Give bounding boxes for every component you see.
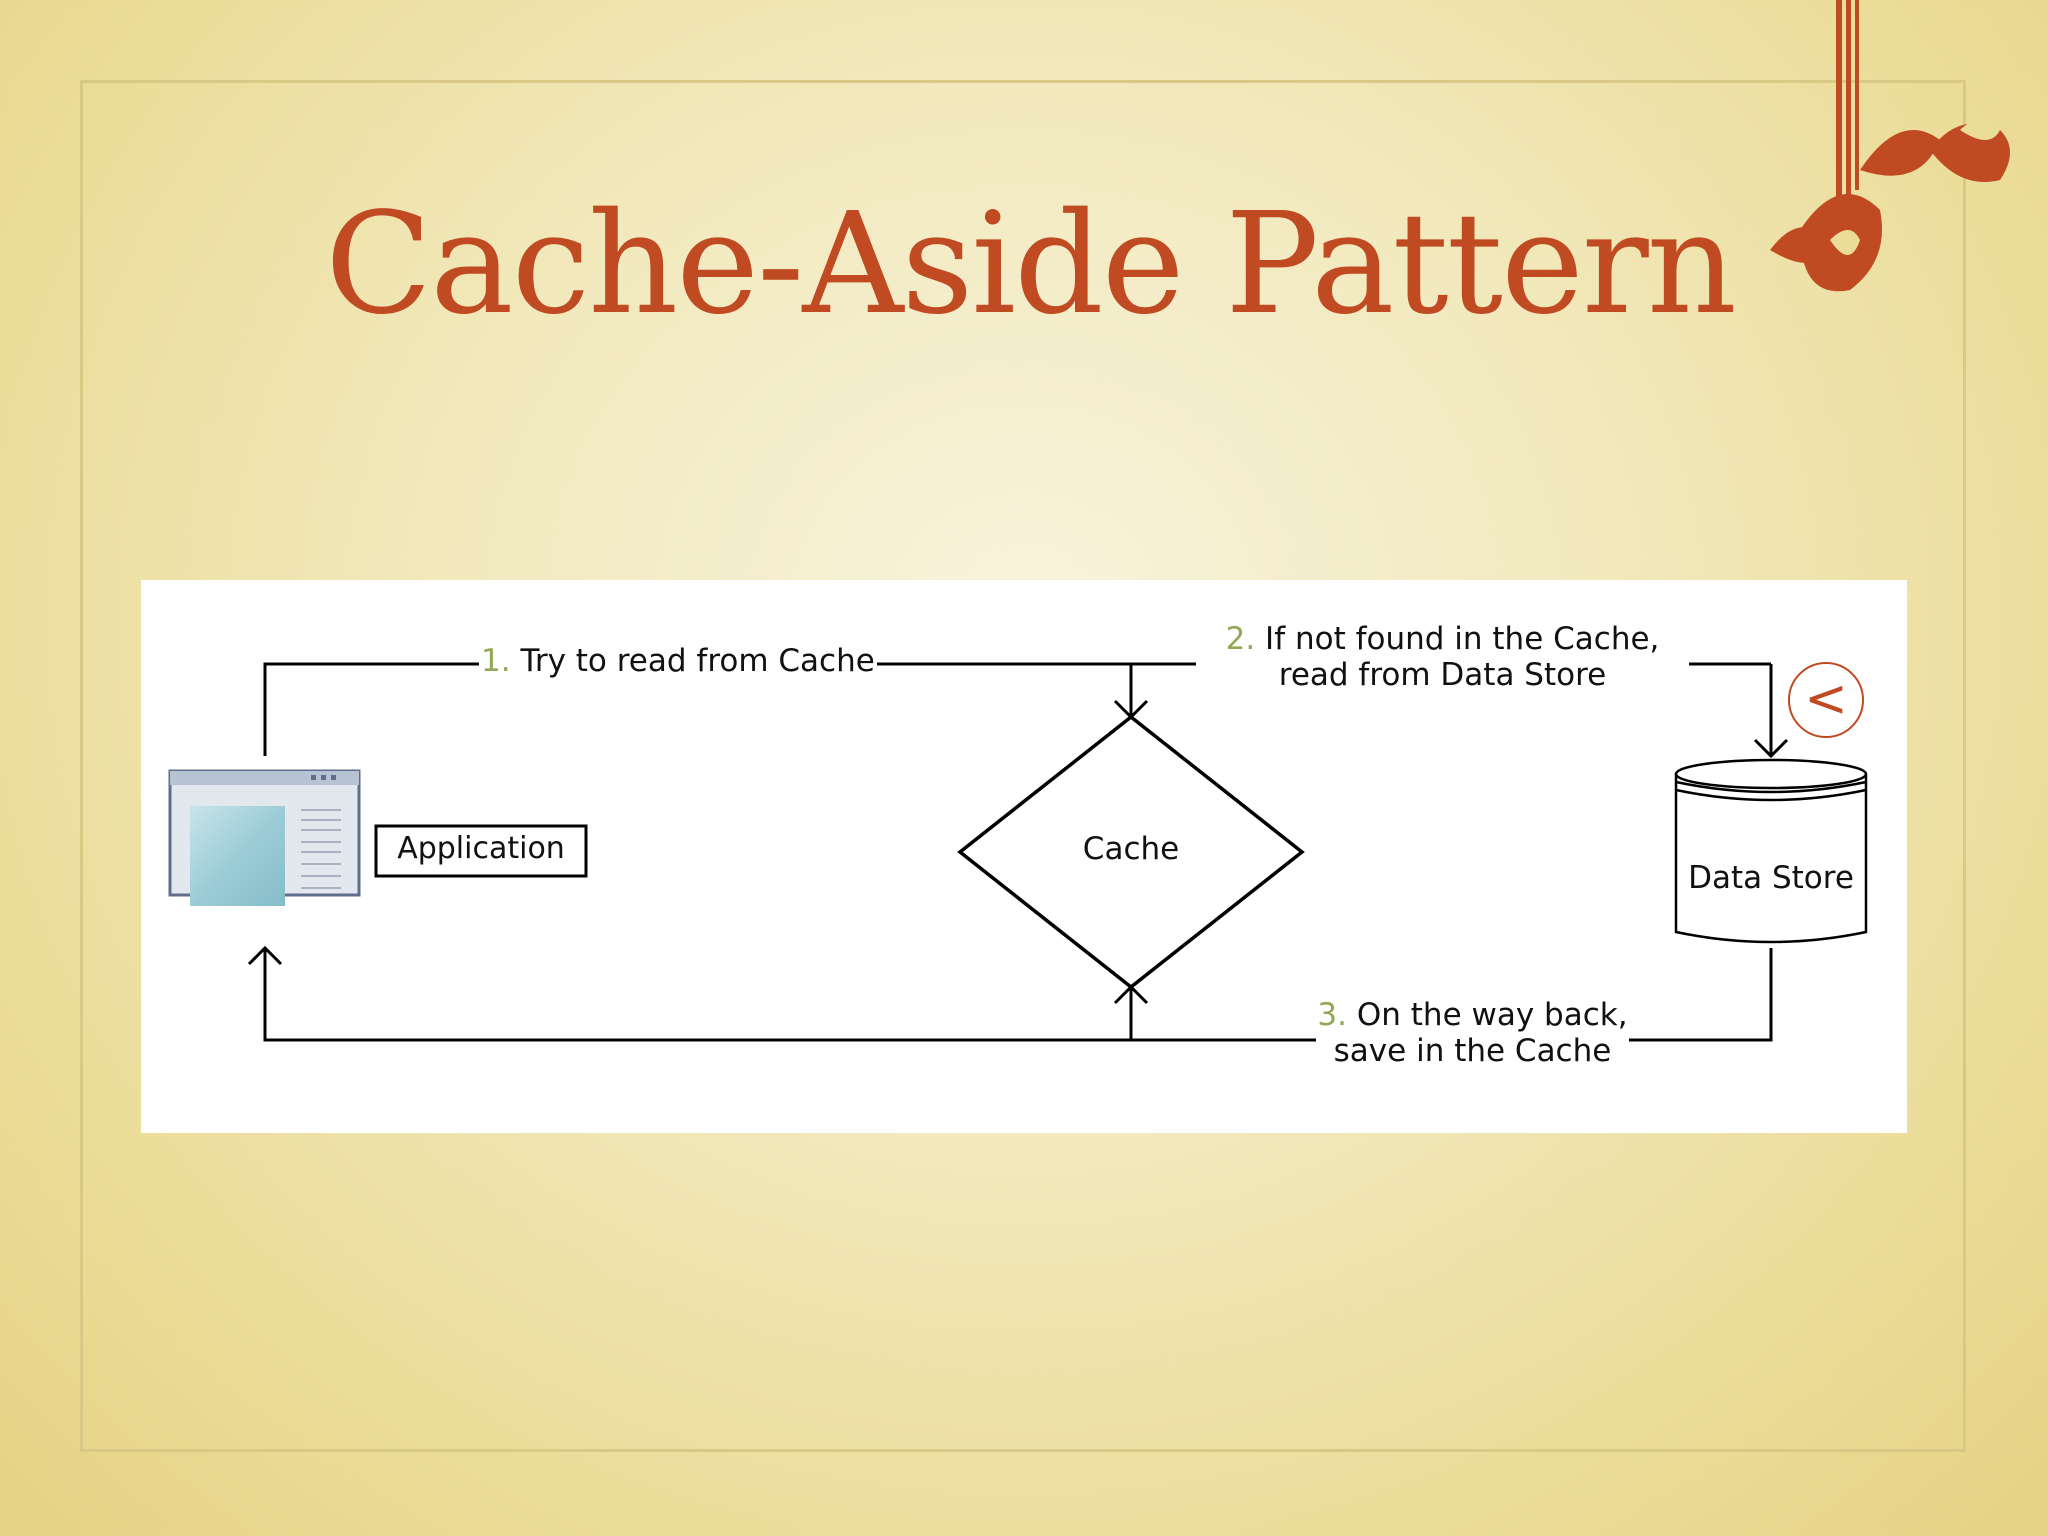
step-1-number: 1. — [481, 643, 511, 679]
return-path-line-2 — [263, 948, 1316, 1042]
cache-diamond — [957, 714, 1305, 990]
step-3-line1: On the way back, — [1356, 997, 1628, 1033]
diagram-connectors — [168, 662, 1868, 1042]
read-path-line — [263, 662, 1196, 756]
step-2-label: 2. If not found in the Cache, read from … — [1196, 621, 1689, 693]
step-1-label: 1. Try to read from Cache — [479, 643, 877, 680]
slide-frame — [80, 80, 1966, 1452]
arrow-to-app-icon — [247, 945, 283, 966]
return-path-line — [1629, 948, 1773, 1042]
slide-title: Cache-Aside Pattern — [325, 183, 1737, 346]
cache-label: Cache — [1082, 831, 1180, 867]
step-2-line1: If not found in the Cache, — [1265, 621, 1660, 657]
step-2-line2: read from Data Store — [1278, 656, 1607, 693]
step-3-number: 3. — [1317, 997, 1347, 1033]
arrow-to-store-icon — [1753, 738, 1789, 759]
data-store-label: Data Store — [1688, 860, 1854, 896]
step-3-line2: save in the Cache — [1333, 1032, 1612, 1069]
back-nav-button[interactable]: < — [1788, 662, 1864, 738]
application-window-icon — [168, 769, 361, 906]
floral-ornament-icon — [1770, 0, 2010, 292]
application-label-box — [374, 824, 588, 878]
step-2-number: 2. — [1225, 621, 1256, 657]
diagram-panel: 1. Try to read from Cache 2. If not foun… — [141, 580, 1907, 1133]
application-label: Application — [397, 831, 565, 866]
step-3-label: 3. On the way back, save in the Cache — [1316, 997, 1629, 1069]
data-store-cylinder — [1674, 774, 1868, 944]
step-1-text: Try to read from Cache — [520, 643, 875, 679]
